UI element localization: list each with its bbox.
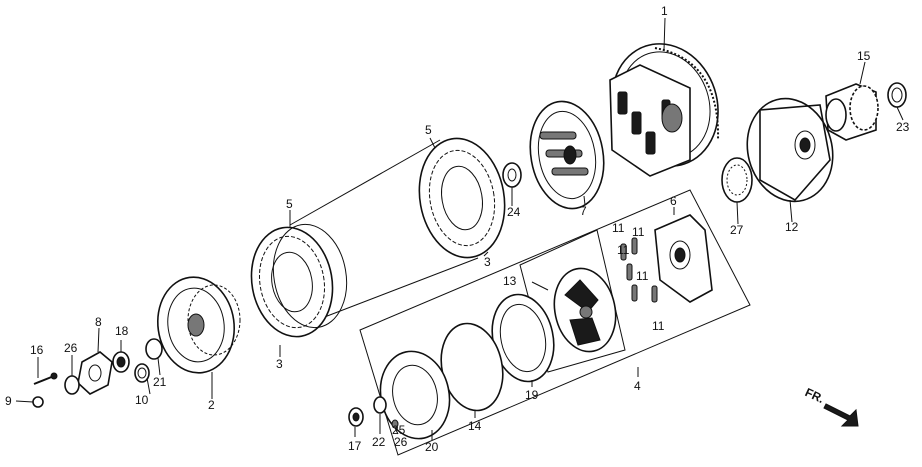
- label-part-19: 19: [525, 388, 539, 402]
- label-part-11-a: 11: [612, 221, 625, 235]
- label-part-11-c: 11: [617, 243, 630, 257]
- stack-outline-bottom: [321, 257, 479, 319]
- label-part-3-right: 3: [484, 255, 491, 269]
- washer-23: [887, 82, 907, 108]
- label-part-27: 27: [730, 223, 744, 237]
- label-part-24: 24: [507, 205, 521, 219]
- label-part-3-left: 3: [276, 357, 283, 371]
- label-part-11-d: 11: [636, 269, 649, 283]
- label-part-7: 7: [580, 204, 587, 218]
- label-part-21: 21: [153, 375, 167, 389]
- pressure-plate-7: [529, 100, 605, 210]
- label-part-16: 16: [30, 343, 44, 357]
- clutch-outer-housing: [609, 43, 720, 177]
- label-part-11-e: 11: [652, 319, 665, 333]
- label-part-5-left: 5: [286, 197, 293, 211]
- label-part-17: 17: [348, 439, 362, 453]
- washer-24: [502, 162, 522, 188]
- label-part-6: 6: [670, 194, 677, 208]
- centrifugal-weights-13: [553, 267, 617, 353]
- label-part-26-bottom: 26: [394, 435, 408, 449]
- front-direction-arrow: [823, 403, 859, 427]
- bolt-16: [33, 372, 58, 385]
- label-part-23: 23: [896, 120, 910, 134]
- label-part-11-b: 11: [632, 225, 645, 239]
- label-part-4: 4: [634, 379, 641, 393]
- clutch-housing-12: [746, 97, 834, 203]
- label-part-1: 1: [661, 4, 668, 18]
- label-part-9: 9: [5, 394, 12, 408]
- spring-18: [112, 351, 130, 373]
- label-part-18: 18: [115, 324, 129, 338]
- nut-9: [32, 396, 44, 408]
- drive-plate-6: [654, 214, 713, 303]
- label-part-5-right: 5: [425, 123, 432, 137]
- clutch-plate-stack-right: [418, 137, 506, 259]
- label-part-25: 25: [392, 423, 406, 437]
- stack-outline-top: [289, 139, 441, 226]
- label-part-20: 20: [425, 440, 439, 454]
- label-part-15: 15: [857, 49, 871, 63]
- label-part-10: 10: [135, 393, 149, 407]
- label-part-14: 14: [468, 419, 482, 433]
- label-part-26-left: 26: [64, 341, 78, 355]
- springs-11: [620, 237, 658, 303]
- washer-22: [373, 396, 387, 414]
- label-part-2: 2: [208, 398, 215, 412]
- gear-hub-15: [825, 83, 879, 141]
- washer-21: [145, 338, 163, 360]
- clutch-plate-stack-left: [250, 223, 348, 338]
- bearing-27: [721, 157, 753, 203]
- leader-lines: [15, 17, 904, 440]
- label-part-22: 22: [372, 435, 386, 449]
- nut-17: [348, 407, 364, 427]
- bearing-26-left: [64, 375, 80, 395]
- label-part-12: 12: [785, 220, 799, 234]
- spring-10: [134, 363, 150, 383]
- front-direction-label: FR.: [803, 385, 826, 406]
- clutch-center-2: [156, 276, 241, 374]
- label-part-13: 13: [503, 274, 517, 288]
- label-part-8: 8: [95, 315, 102, 329]
- lifter-plate-8: [77, 351, 113, 395]
